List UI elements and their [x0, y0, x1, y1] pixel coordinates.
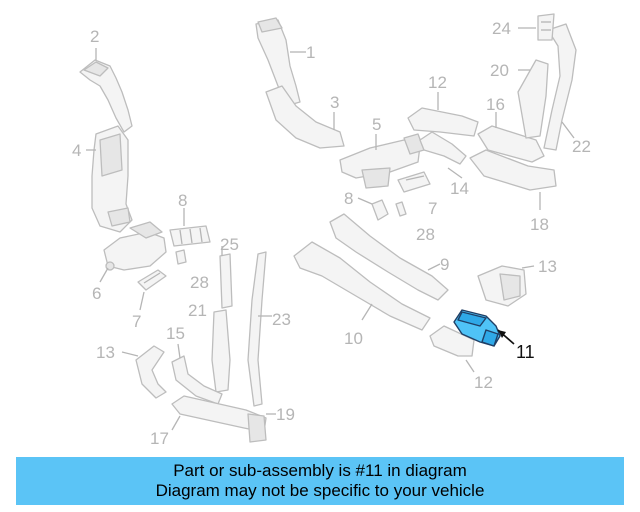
leader-15 [121, 351, 139, 357]
part-6-housing [103, 221, 167, 271]
part-9-duct [329, 213, 449, 301]
callout-25: 23 [272, 310, 291, 329]
part-10-duct [293, 241, 431, 331]
part-16-duct [419, 131, 467, 165]
part-25-rod [247, 251, 267, 407]
part-1-duct [255, 17, 301, 107]
callout-12: 12 [474, 373, 493, 392]
callout-7-left: 7 [132, 312, 141, 331]
callout-27: 25 [220, 235, 239, 254]
leader-7-left [139, 291, 145, 311]
callout-6: 6 [92, 284, 101, 303]
callout-8-left: 8 [178, 191, 187, 210]
part-8-clip-center [371, 199, 389, 221]
leader-10 [361, 303, 373, 321]
banner-line-2: Diagram may not be specific to your vehi… [155, 481, 485, 500]
part-17-elbow [171, 355, 223, 405]
callout-18: 16 [486, 95, 505, 114]
callout-5: 5 [372, 115, 381, 134]
callout-2: 2 [90, 27, 99, 46]
part-2-duct [79, 59, 133, 133]
callout-23: 21 [188, 301, 207, 320]
leader-9 [427, 263, 441, 271]
part-18-duct [477, 125, 545, 163]
callout-15: 13 [96, 343, 115, 362]
callout-21: 19 [276, 405, 295, 424]
callout-24: 22 [572, 137, 591, 156]
part-28-clip-center [395, 201, 407, 217]
callout-10: 10 [344, 329, 363, 348]
leader-16 [447, 167, 463, 179]
callout-19: 17 [150, 429, 169, 448]
leader-12 [465, 359, 475, 373]
leader-6 [99, 267, 109, 283]
callout-28-left: 28 [190, 273, 209, 292]
callout-13: 13 [538, 257, 557, 276]
banner-line-1: Part or sub-assembly is #11 in diagram [173, 461, 467, 480]
leader-24 [561, 121, 575, 139]
part-7-vent-left [137, 269, 167, 291]
leader-19 [171, 415, 181, 431]
callout-26: 24 [492, 19, 511, 38]
part-22-duct [517, 59, 549, 139]
part-13-grille [477, 265, 527, 307]
callout-14: 12 [428, 73, 447, 92]
part-19-floor-duct [171, 395, 267, 443]
part-27-bracket [219, 253, 233, 309]
leader-11-arrowhead [498, 330, 506, 338]
part-28-clip-left [175, 249, 187, 265]
callout-11[interactable]: 11 [516, 342, 535, 362]
part-11-highlighted[interactable] [453, 309, 501, 347]
part-7-vent-center [397, 171, 431, 193]
callout-17: 15 [166, 324, 185, 343]
callout-7-center: 7 [428, 199, 437, 218]
callout-20: 18 [530, 215, 549, 234]
parts-diagram: 2 4 6 7 8 28 25 21 [72, 13, 591, 448]
callout-3: 3 [330, 93, 339, 112]
part-15-hose [135, 345, 167, 399]
callout-22: 20 [490, 61, 509, 80]
part-14-duct [407, 107, 479, 137]
part-12-duct [429, 325, 475, 357]
callout-4: 4 [72, 141, 81, 160]
part-26-vent [537, 13, 555, 41]
part-8-grille-left [169, 225, 211, 247]
info-banner: Part or sub-assembly is #11 in diagram D… [16, 457, 624, 505]
callout-16: 14 [450, 179, 469, 198]
part-23-duct [211, 309, 231, 393]
leader-13 [521, 265, 535, 269]
part-20-duct [469, 149, 557, 191]
callout-8-center: 8 [344, 189, 353, 208]
leader-8-center [357, 197, 373, 205]
part-5-junction [339, 133, 425, 189]
callout-1: 1 [306, 43, 315, 62]
part-24-duct [543, 23, 577, 151]
callout-9: 9 [440, 255, 449, 274]
part-3-duct [265, 85, 345, 149]
part-4-duct [91, 125, 133, 233]
leader-17 [177, 343, 181, 359]
callout-28-center: 28 [416, 225, 435, 244]
